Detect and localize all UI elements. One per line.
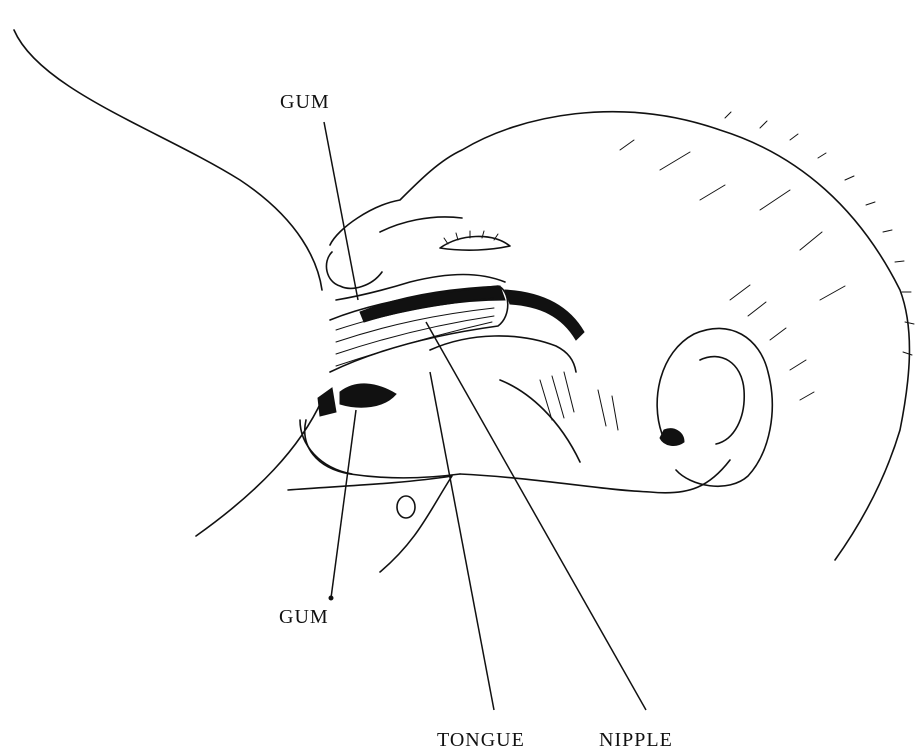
baby-head-outline — [330, 112, 909, 560]
label-tongue: TONGUE — [437, 730, 525, 750]
label-gum-upper: GUM — [280, 92, 330, 112]
ear-inner — [700, 357, 744, 444]
cheek-hatching — [540, 372, 618, 430]
breast-lower-outline — [196, 400, 322, 536]
lower-gum-mark — [318, 388, 336, 416]
leader-nipple — [426, 322, 646, 710]
earlobe-shadow — [660, 429, 684, 446]
chin-mole — [397, 496, 415, 518]
breast-upper-outline — [14, 30, 322, 290]
baby-brow — [380, 217, 462, 232]
lower-lip-dark — [340, 384, 396, 407]
label-nipple: NIPPLE — [599, 730, 673, 750]
leader-tip-gum-bottom — [329, 596, 333, 600]
neck-line — [288, 476, 452, 572]
leader-gum-bottom — [331, 410, 356, 598]
jaw-line — [460, 460, 730, 493]
label-gum-lower: GUM — [279, 607, 329, 627]
throat-curve — [500, 380, 580, 462]
chin-outline — [305, 420, 460, 478]
leader-gum-top — [324, 122, 358, 300]
baby-eye — [440, 236, 510, 250]
palate-dark-curve — [505, 290, 584, 340]
leader-tongue — [430, 372, 494, 710]
scalp-hatching — [620, 140, 845, 300]
ear-outer — [657, 328, 772, 486]
